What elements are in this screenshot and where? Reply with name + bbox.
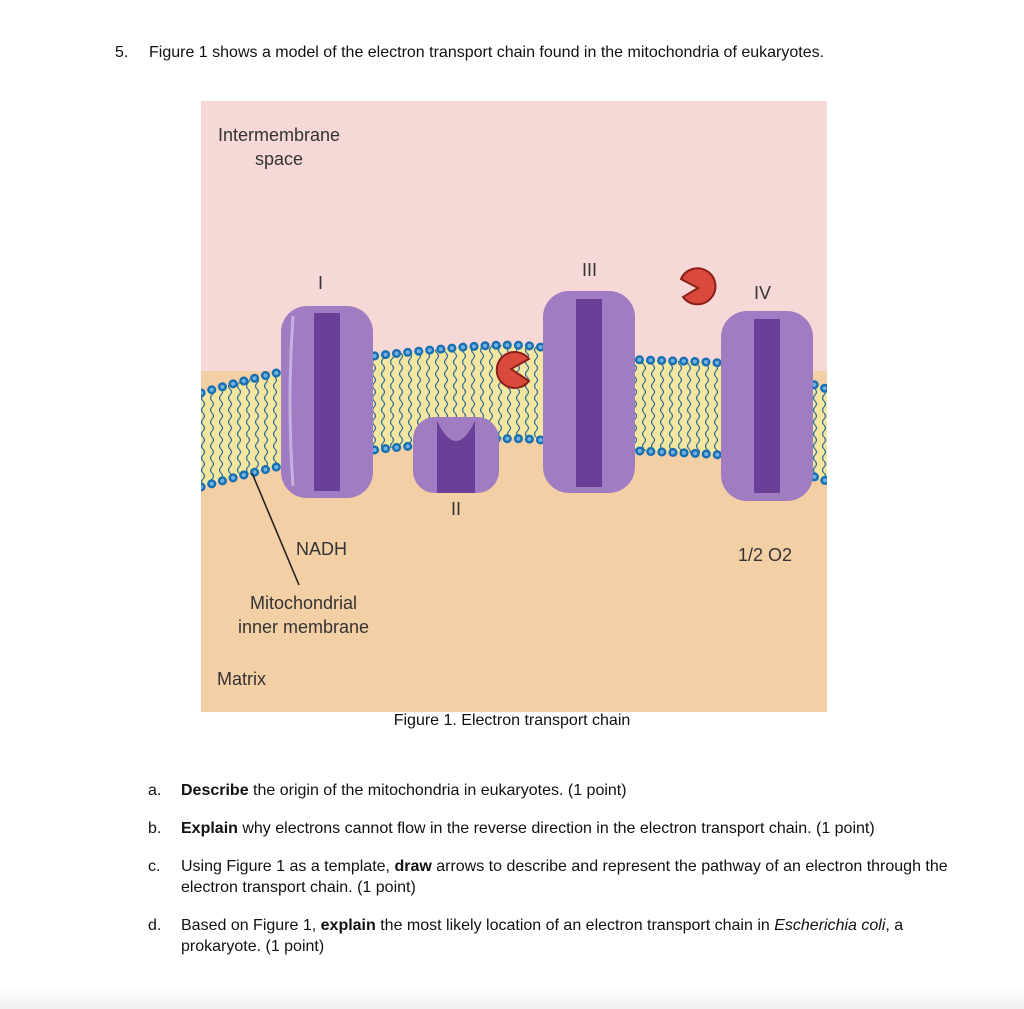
part-d-verb: explain <box>320 917 376 934</box>
part-d-organism: Escherichia coli <box>774 917 886 934</box>
cytochrome-c-carrier <box>679 267 717 306</box>
part-d-text: the most likely location of an electron … <box>375 917 775 934</box>
part-d: d. Based on Figure 1, explain the most l… <box>148 915 968 957</box>
part-a: a. Describe the origin of the mitochondr… <box>148 780 968 801</box>
figure-caption: Figure 1. Electron transport chain <box>393 712 631 729</box>
part-c-pre: Using Figure 1 as a template, <box>181 858 395 875</box>
part-b: b. Explain why electrons cannot flow in … <box>148 818 968 839</box>
part-c: c. Using Figure 1 as a template, draw ar… <box>148 856 968 898</box>
part-b-verb: Explain <box>181 820 238 837</box>
membrane-pointer-line <box>251 472 300 586</box>
question-number: 5. <box>115 44 129 61</box>
part-d-tail: , a prokaryote. (1 point) <box>181 917 904 955</box>
etc-diagram <box>201 101 827 712</box>
page-bottom-fade <box>0 987 1024 1009</box>
complex-2 <box>413 417 499 493</box>
complex-3 <box>543 291 635 493</box>
complex-3-label: III <box>582 260 598 280</box>
complex-2-label: II <box>451 499 462 519</box>
intermembrane-label-line1: Intermembrane <box>218 125 341 145</box>
part-letter: b. <box>148 820 162 837</box>
complex-1 <box>281 306 373 498</box>
complex-1-label: I <box>318 273 324 293</box>
ubiquinone-carrier <box>495 351 531 389</box>
membrane-label: Mitochondrial inner membrane <box>238 591 369 639</box>
question-parts: a. Describe the origin of the mitochondr… <box>148 780 968 974</box>
nadh-label: NADH <box>296 539 348 559</box>
part-d-pre: Based on Figure 1, <box>181 917 321 934</box>
part-c-verb: draw <box>394 858 432 875</box>
matrix-label: Matrix <box>217 669 266 689</box>
membrane-label-line2: inner membrane <box>238 617 370 637</box>
part-a-text: the origin of the mitochondria in eukary… <box>248 782 627 799</box>
part-c-text: arrows to describe and represent the pat… <box>181 858 948 896</box>
question-text: Figure 1 shows a model of the electron t… <box>149 44 825 61</box>
part-letter: c. <box>148 858 161 875</box>
complex-4-label: IV <box>754 283 772 303</box>
part-b-text: why electrons cannot flow in the reverse… <box>237 820 875 837</box>
etc-figure: Intermembrane space I II III IV NADH Mit… <box>201 101 827 712</box>
oxygen-label: 1/2 O2 <box>738 545 793 565</box>
intermembrane-label: Intermembrane space <box>218 123 340 171</box>
part-a-verb: Describe <box>181 782 249 799</box>
question-intro: 5. Figure 1 shows a model of the electron… <box>115 44 824 62</box>
complex-4 <box>721 311 813 501</box>
intermembrane-label-line2: space <box>255 149 304 169</box>
part-letter: a. <box>148 782 162 799</box>
part-letter: d. <box>148 917 162 934</box>
membrane-label-line1: Mitochondrial <box>250 593 358 613</box>
